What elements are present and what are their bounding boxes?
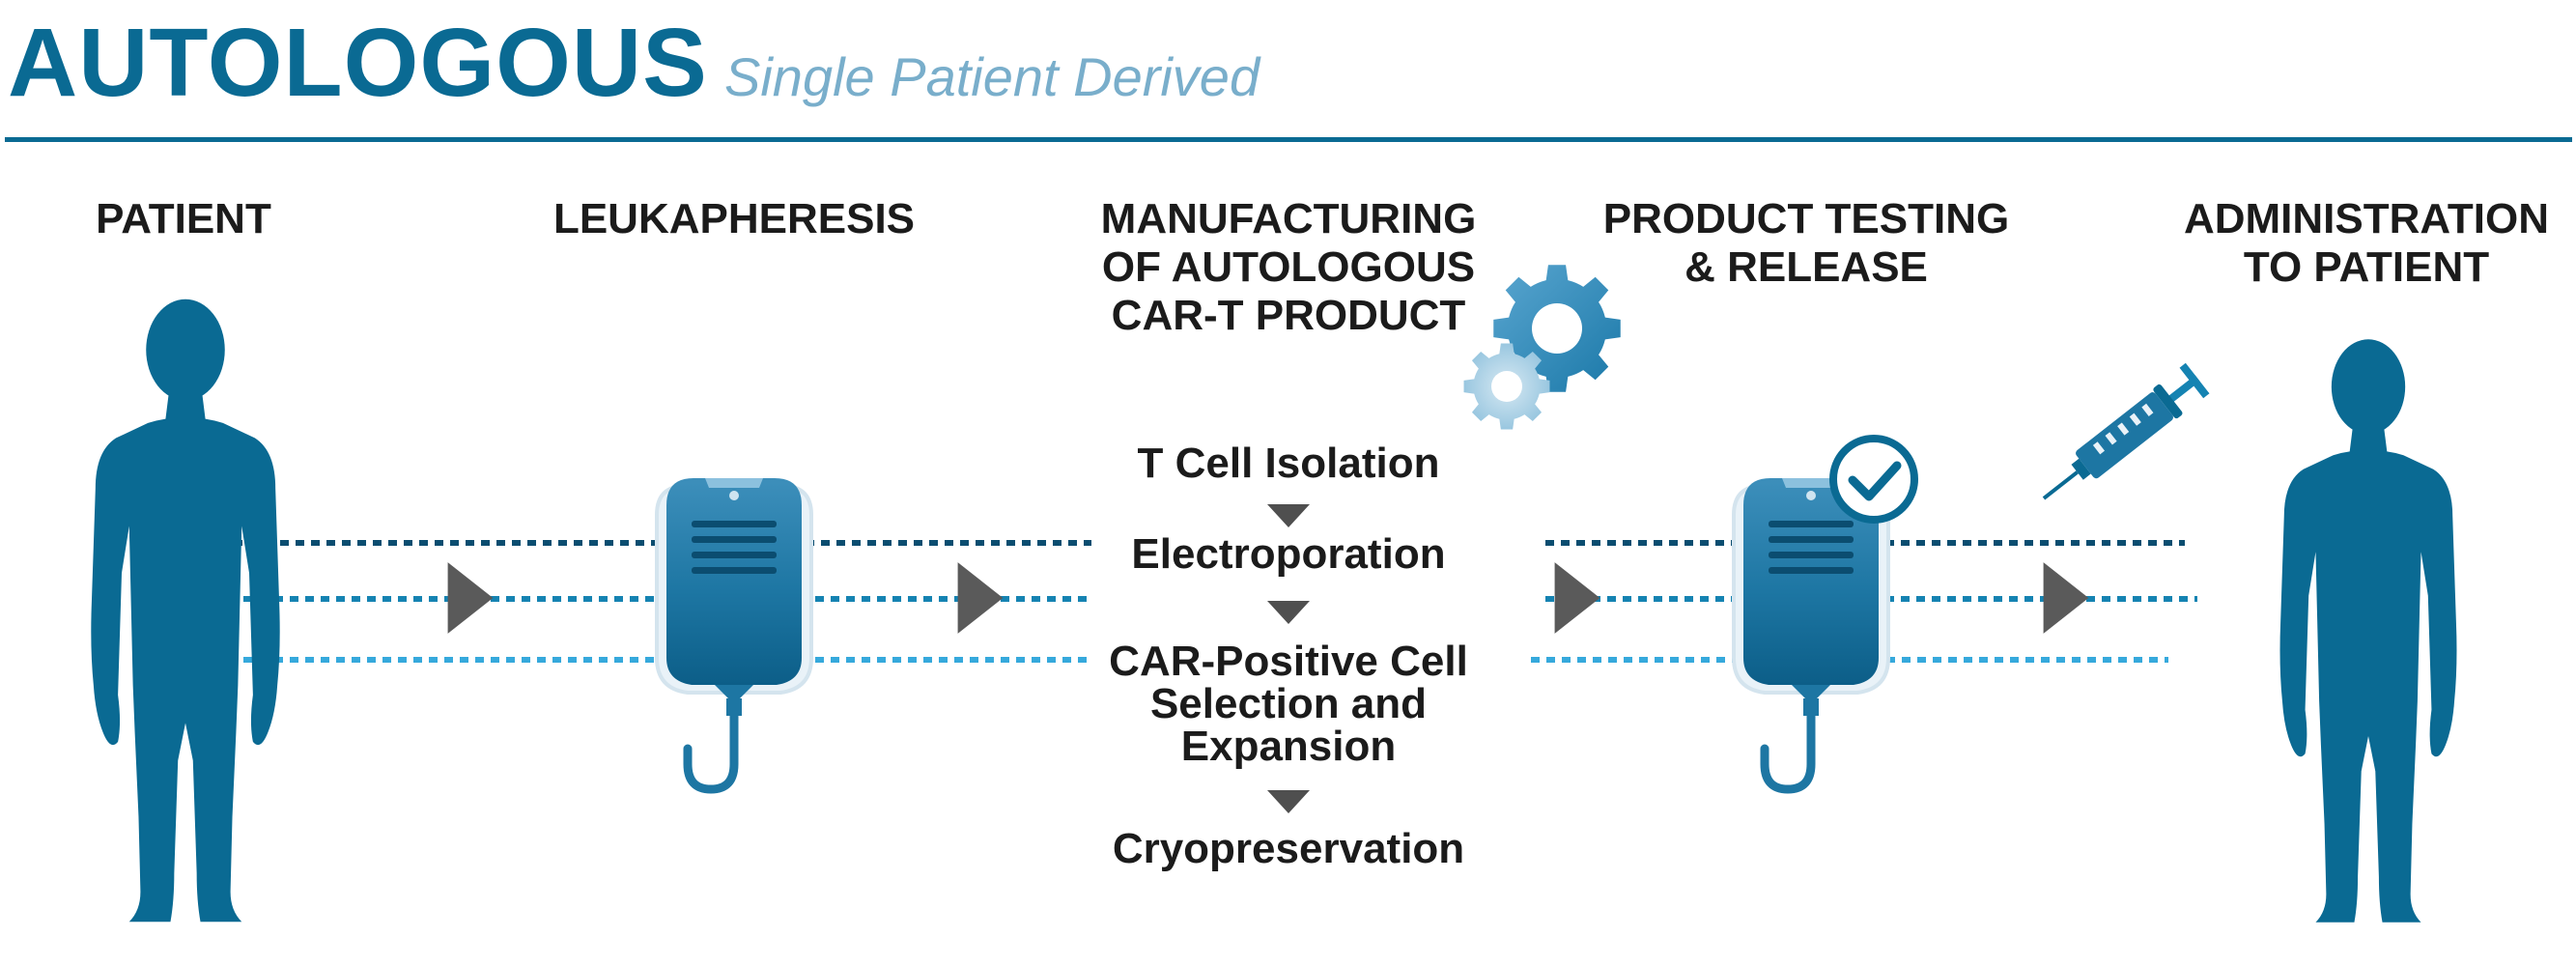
step-t-cell-isolation: T Cell Isolation [1137, 440, 1440, 487]
administration-patient-silhouette-icon [2279, 339, 2457, 923]
testing-bag-icon [1734, 478, 1888, 789]
flow-arrow-2 [957, 562, 1004, 634]
syringe-icon [2042, 362, 2210, 500]
stage-label-administration: ADMINISTRATION TO PATIENT [2183, 195, 2550, 291]
stage-label-patient: PATIENT [96, 195, 271, 242]
step-arrow-3 [1267, 790, 1310, 813]
check-badge-icon [1829, 435, 1918, 524]
page-subtitle: Single Patient Derived [724, 46, 1260, 107]
step-electroporation: Electroporation [1131, 530, 1446, 578]
patient-silhouette-icon [91, 298, 280, 923]
step-cryopreservation: Cryopreservation [1112, 825, 1465, 872]
flow-arrow-1 [447, 562, 494, 634]
flow-arrow-3 [1554, 562, 1600, 634]
flow-arrow-4 [2043, 562, 2089, 634]
stage-label-testing: PRODUCT TESTING & RELEASE [1602, 195, 2010, 291]
stage-label-manufacturing: MANUFACTURING OF AUTOLOGOUS CAR-T PRODUC… [1100, 195, 1477, 339]
step-arrow-2 [1267, 601, 1310, 624]
step-arrow-1 [1267, 504, 1310, 527]
iv-bag-icon [657, 478, 811, 789]
step-car-positive-selection: CAR-Positive Cell Selection and Expansio… [1109, 638, 1468, 770]
header-divider [5, 137, 2572, 142]
page-title: AUTOLOGOUS [8, 9, 708, 117]
gear-icon [1463, 265, 1621, 430]
stage-label-leukapheresis: LEUKAPHERESIS [552, 195, 916, 242]
